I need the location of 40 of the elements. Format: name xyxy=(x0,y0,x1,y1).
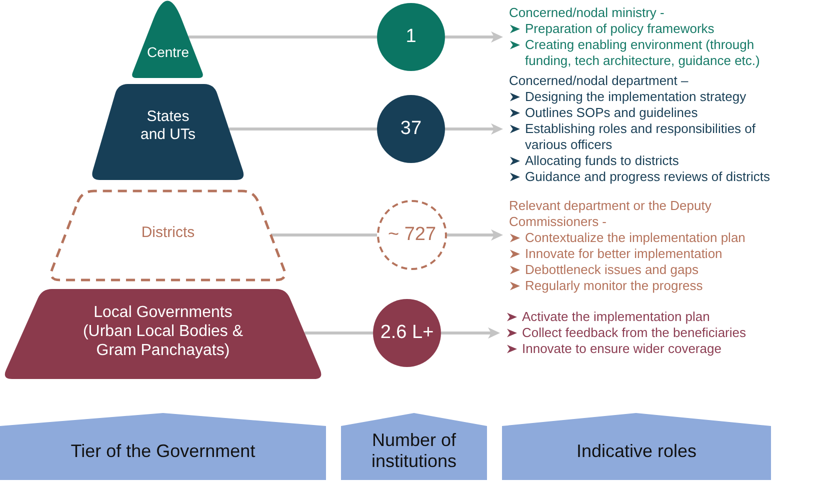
role-heading: Concerned/nodal department – xyxy=(509,73,688,89)
count-circle: 1 xyxy=(377,3,445,71)
tier-label: Centre xyxy=(146,43,190,61)
connector-line xyxy=(229,128,377,130)
connector-line xyxy=(304,332,373,334)
arrow xyxy=(445,31,503,43)
header-banner xyxy=(502,413,771,480)
connector-line xyxy=(270,234,377,236)
role-heading: Concerned/nodal ministry - xyxy=(509,5,664,21)
arrow xyxy=(441,327,500,339)
arrow xyxy=(445,123,503,135)
count-circle: 37 xyxy=(377,95,445,163)
header-label: Tier of the Government xyxy=(70,440,256,462)
header-label: Indicative roles xyxy=(576,440,697,462)
header-banner xyxy=(341,413,487,480)
pyramid-level xyxy=(130,0,206,80)
count-circle: 2.6 L+ xyxy=(373,299,441,367)
header-banner xyxy=(0,413,326,480)
role-item: Contextualize the implementation plan xyxy=(525,230,746,246)
tier-label: Local Governments (Urban Local Bodies & Gram Panchayats) xyxy=(82,302,244,360)
tier-label: States and UTs xyxy=(139,108,197,144)
role-item: Creating enabling environment (through funding, tech architecture, guidance etc.) xyxy=(525,37,761,69)
role-item: Innovate for better implementation xyxy=(525,246,722,262)
role-item: Debottleneck issues and gaps xyxy=(525,262,698,278)
tier-label: Districts xyxy=(141,224,195,242)
role-item: Collect feedback from the beneficiaries xyxy=(522,325,746,341)
role-item: Designing the implementation strategy xyxy=(525,89,746,105)
arrow xyxy=(447,229,503,241)
role-item: Guidance and progress reviews of districts xyxy=(525,169,770,185)
role-item: Regularly monitor the progress xyxy=(525,278,703,294)
role-item: Allocating funds to districts xyxy=(525,153,679,169)
role-item: Activate the implementation plan xyxy=(522,309,710,325)
role-item: Innovate to ensure wider coverage xyxy=(522,341,722,357)
count-circle: ~ 727 xyxy=(377,200,447,270)
role-heading: Relevant department or the Deputy Commissioners - xyxy=(509,198,712,230)
role-item: Establishing roles and responsibilities of various officers xyxy=(525,121,757,153)
role-item: Outlines SOPs and guidelines xyxy=(525,105,698,121)
header-label: Number of institutions xyxy=(370,430,458,472)
role-item: Preparation of policy frameworks xyxy=(525,21,714,37)
connector-line xyxy=(188,36,377,38)
